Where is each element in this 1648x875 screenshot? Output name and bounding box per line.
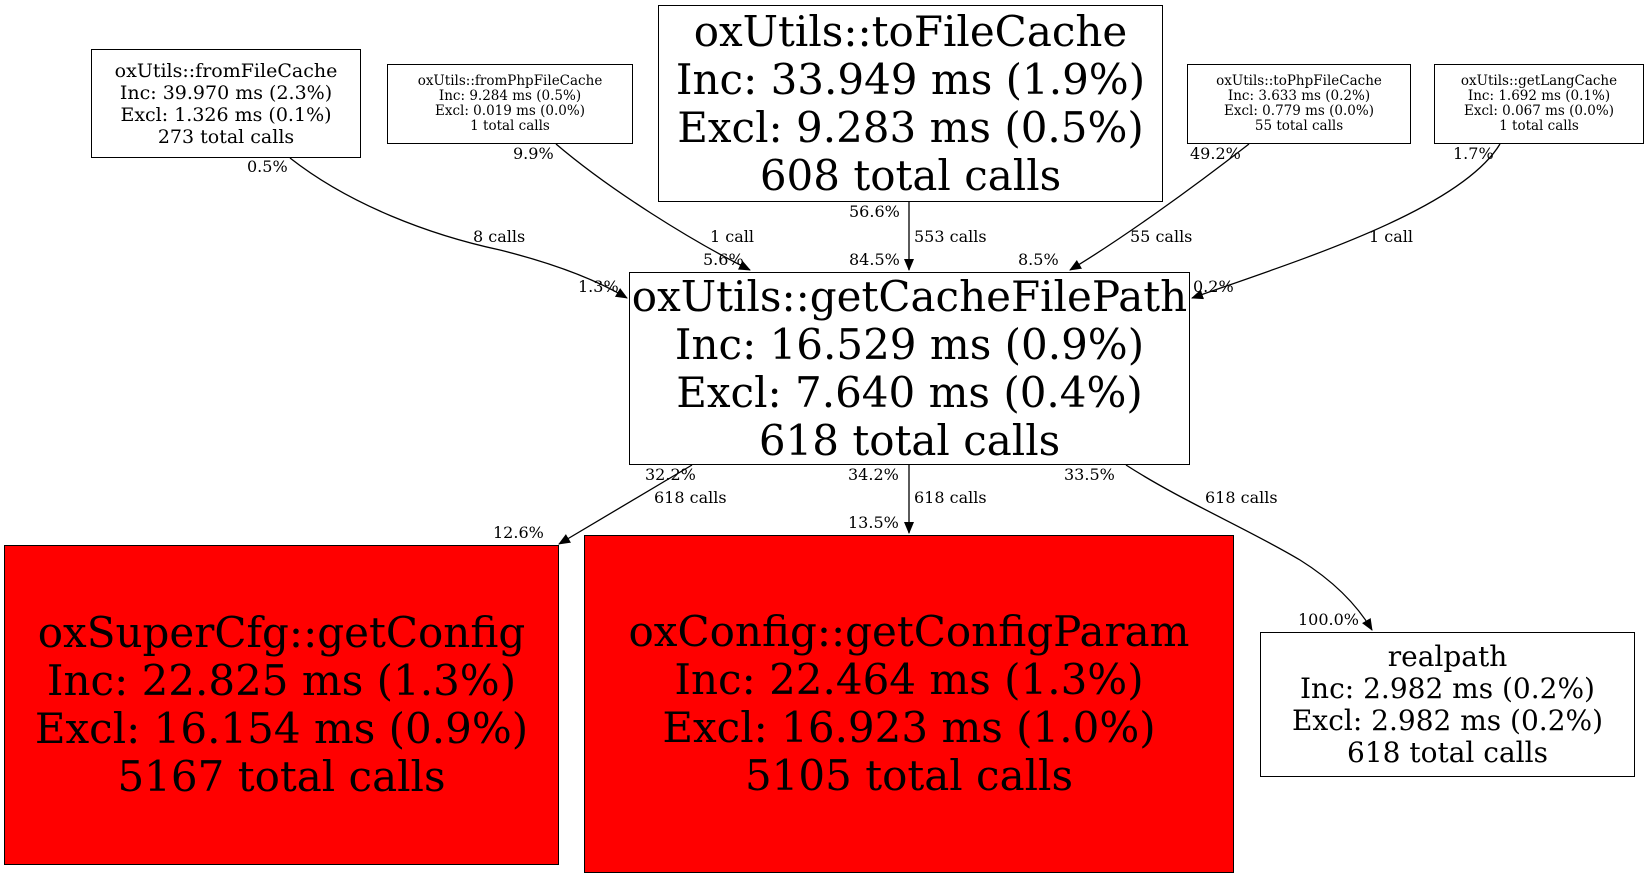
node-fromPhpFileCache-line: Excl: 0.019 ms (0.0%)	[435, 103, 585, 119]
node-getConfigParam-line: Inc: 22.464 ms (1.3%)	[674, 655, 1144, 704]
node-fromFileCache-line: Inc: 39.970 ms (2.3%)	[119, 81, 333, 104]
node-getLangCache-line: Inc: 1.692 ms (0.1%)	[1467, 88, 1611, 104]
node-getCacheFilePath-line: oxUtils::getCacheFilePath	[631, 271, 1188, 321]
node-getCacheFilePath-line: Excl: 7.640 ms (0.4%)	[676, 367, 1143, 417]
edge-tail-percent: 32.2%	[645, 465, 696, 484]
edge-tail-percent: 33.5%	[1064, 465, 1115, 484]
edge-getCacheFilePath-to-getConfig	[558, 464, 693, 545]
edge-head-percent: 84.5%	[849, 250, 900, 269]
node-fromPhpFileCache-line: Inc: 9.284 ms (0.5%)	[438, 88, 582, 104]
node-toFileCache-line: 608 total calls	[759, 150, 1062, 200]
node-toFileCache-line: Excl: 9.283 ms (0.5%)	[677, 102, 1144, 152]
edge-tail-percent: 34.2%	[848, 465, 899, 484]
node-realpath-line: 618 total calls	[1347, 735, 1548, 769]
edge-head-percent: 8.5%	[1018, 250, 1059, 269]
node-realpath-line: realpath	[1387, 639, 1508, 673]
node-toPhpFileCache-line: Excl: 0.779 ms (0.0%)	[1224, 103, 1374, 119]
node-getCacheFilePath-line: Inc: 16.529 ms (0.9%)	[674, 319, 1145, 369]
edge-fromPhpFileCache-to-getCacheFilePath	[555, 143, 751, 271]
edge-calls-label: 8 calls	[473, 227, 526, 246]
edge-tail-percent: 56.6%	[849, 202, 900, 221]
node-getConfig-line: Inc: 22.825 ms (1.3%)	[46, 656, 517, 705]
edge-head-percent: 5.6%	[703, 250, 744, 269]
node-fromPhpFileCache-line: 1 total calls	[470, 118, 550, 134]
node-getConfigParam-line: oxConfig::getConfigParam	[628, 607, 1190, 656]
node-getLangCache-line: 1 total calls	[1499, 118, 1579, 134]
node-toPhpFileCache-line: Inc: 3.633 ms (0.2%)	[1227, 88, 1371, 104]
edge-head-percent: 12.6%	[493, 523, 544, 542]
node-getConfig-line: 5167 total calls	[117, 752, 446, 801]
edge-getCacheFilePath-to-realpath	[1125, 464, 1373, 631]
edge-calls-label: 553 calls	[914, 227, 987, 246]
edge-head-percent: 13.5%	[848, 513, 899, 532]
edge-tail-percent: 1.7%	[1453, 144, 1494, 163]
edge-calls-label: 1 call	[710, 227, 754, 246]
node-fromFileCache-line: Excl: 1.326 ms (0.1%)	[120, 103, 332, 126]
edge-tail-percent: 49.2%	[1190, 144, 1241, 163]
node-getConfig-line: Excl: 16.154 ms (0.9%)	[34, 704, 529, 753]
node-realpath-line: Inc: 2.982 ms (0.2%)	[1300, 671, 1595, 705]
node-fromFileCache-line: oxUtils::fromFileCache	[114, 59, 338, 82]
node-getLangCache-line: oxUtils::getLangCache	[1460, 73, 1618, 89]
edge-calls-label: 618 calls	[654, 488, 727, 507]
edge-tail-percent: 9.9%	[513, 144, 554, 163]
edge-calls-label: 55 calls	[1130, 227, 1193, 246]
edge-fromFileCache-to-getCacheFilePath	[289, 157, 628, 299]
edge-calls-label: 618 calls	[1205, 488, 1278, 507]
node-getConfigParam-line: 5105 total calls	[744, 751, 1074, 800]
edge-calls-label: 618 calls	[914, 488, 987, 507]
node-getConfigParam-line: Excl: 16.923 ms (1.0%)	[662, 703, 1156, 752]
node-fromPhpFileCache-line: oxUtils::fromPhpFileCache	[417, 73, 603, 89]
edge-head-percent: 0.2%	[1193, 277, 1234, 296]
node-getLangCache-line: Excl: 0.067 ms (0.0%)	[1464, 103, 1614, 119]
edge-getLangCache-to-getCacheFilePath	[1191, 143, 1501, 300]
node-toFileCache-line: oxUtils::toFileCache	[693, 6, 1128, 56]
edge-toPhpFileCache-to-getCacheFilePath	[1069, 143, 1250, 271]
edge-tail-percent: 0.5%	[247, 157, 288, 176]
node-getCacheFilePath-line: 618 total calls	[758, 415, 1061, 465]
node-getConfig-line: oxSuperCfg::getConfig	[37, 608, 526, 657]
edge-calls-label: 1 call	[1369, 227, 1413, 246]
node-toPhpFileCache-line: oxUtils::toPhpFileCache	[1216, 73, 1382, 89]
node-fromFileCache-line: 273 total calls	[157, 125, 295, 148]
node-toPhpFileCache-line: 55 total calls	[1254, 118, 1344, 134]
node-toFileCache-line: Inc: 33.949 ms (1.9%)	[675, 54, 1146, 104]
edge-head-percent: 100.0%	[1298, 610, 1360, 629]
node-realpath-line: Excl: 2.982 ms (0.2%)	[1291, 703, 1604, 737]
edge-head-percent: 1.3%	[578, 277, 619, 296]
